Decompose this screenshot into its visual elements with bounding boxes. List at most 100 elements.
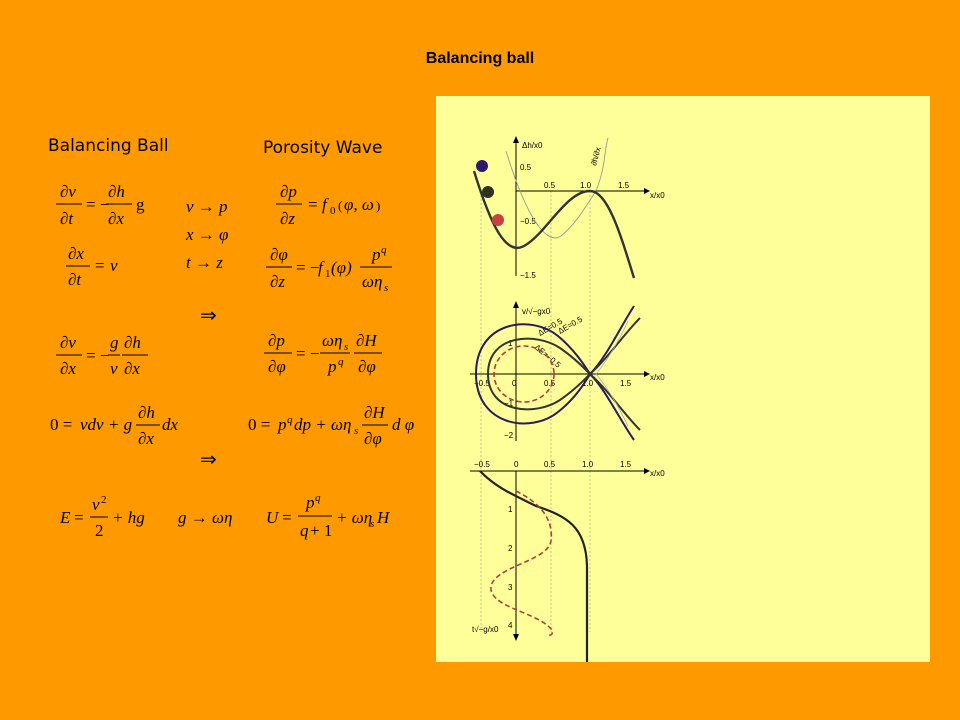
bot-x-tick: 1.0 (582, 460, 594, 469)
top-y-tick: 0.5 (520, 163, 532, 172)
svg-text:(: ( (338, 198, 342, 213)
svg-text:s: s (370, 518, 374, 530)
eq-porosity-derived: ∂p ∂φ = − ωη s p q ∂H ∂φ (264, 331, 382, 376)
svg-text:∂p: ∂p (280, 182, 297, 201)
svg-text:∂p: ∂p (268, 331, 285, 350)
top-x-tick: 1.0 (580, 181, 592, 190)
svg-text:q: q (287, 414, 293, 426)
mid-x-tick: 0.5 (544, 379, 556, 388)
svg-text:=: = (95, 256, 105, 275)
bot-x-tick: −0.5 (474, 460, 490, 469)
svg-text:q: q (300, 521, 309, 540)
svg-text:g: g (110, 333, 119, 352)
top-y-tick: −1.5 (520, 271, 536, 280)
top-plot: Δh/x0 x/x0 0.5 1.0 1.5 0.5 −0.5 −1.5 ∂h/… (472, 136, 665, 280)
eq-porosity-2: ∂φ ∂z = − f 1 (φ) p q ωη s (266, 244, 392, 294)
svg-text:p: p (371, 245, 381, 264)
eq-ball-derived: ∂v ∂x = − g v ∂h ∂x (56, 333, 148, 378)
svg-text:∂φ: ∂φ (358, 357, 376, 376)
svg-text:∂x: ∂x (108, 209, 124, 228)
svg-text:ωη: ωη (322, 331, 342, 350)
svg-text:2: 2 (95, 521, 104, 540)
guide-lines (480, 191, 591, 632)
svg-text:∂h: ∂h (108, 182, 125, 201)
svg-text:dx: dx (162, 415, 179, 434)
svg-text:=: = (282, 508, 292, 527)
bottom-plot: x/x0 −0.5 0 0.5 1.0 1.5 1 2 3 4 t√−g/x0 (470, 460, 665, 662)
mid-x-tick: 1.5 (620, 379, 632, 388)
svg-text:v: v (92, 495, 100, 514)
eq-porosity-energy: U = p q q + 1 + ωη s H (266, 492, 391, 540)
eq-porosity-energy-diff: 0 = p q dp + ωη s ∂H ∂φ d φ (248, 403, 414, 448)
trajectory-solid (479, 470, 589, 662)
mid-y-tick: 1 (508, 339, 513, 348)
map-x-phi: x → φ (185, 225, 228, 244)
map-v-p: v → p (186, 197, 228, 216)
svg-text:∂φ: ∂φ (268, 357, 286, 376)
page-title: Balancing ball (425, 50, 535, 67)
mid-y-tick: −1 (504, 399, 514, 408)
figure-svg: Δh/x0 x/x0 0.5 1.0 1.5 0.5 −0.5 −1.5 ∂h/… (470, 136, 665, 662)
svg-text:q: q (381, 244, 387, 256)
top-x-tick: 0.5 (544, 181, 556, 190)
svg-text:∂z: ∂z (280, 209, 295, 228)
svg-text:∂x: ∂x (60, 359, 76, 378)
ball-marker-2 (482, 186, 494, 198)
svg-text:q: q (315, 492, 321, 504)
trajectory-dashed (490, 490, 554, 637)
svg-text:= −: = − (86, 346, 109, 365)
svg-text:∂h: ∂h (124, 333, 141, 352)
svg-text:(φ): (φ) (331, 258, 352, 277)
svg-text:p: p (327, 357, 337, 376)
svg-text:∂h: ∂h (138, 403, 155, 422)
svg-text:∂φ: ∂φ (364, 429, 382, 448)
bot-y-tick: 2 (508, 544, 513, 553)
bot-x-tick: 0.5 (544, 460, 556, 469)
svg-text:∂t: ∂t (68, 270, 82, 289)
top-y-tick: −0.5 (520, 217, 536, 226)
svg-text:=: = (308, 195, 318, 214)
figure-panel: Δh/x0 x/x0 0.5 1.0 1.5 0.5 −0.5 −1.5 ∂h/… (436, 96, 930, 662)
svg-text:dp + ωη: dp + ωη (294, 415, 351, 434)
svg-text:v: v (110, 256, 118, 275)
svg-text:∂x: ∂x (68, 244, 84, 263)
svg-text:E: E (59, 508, 71, 527)
map-g-omega-eta: g → ωη (178, 508, 232, 527)
svg-text:f: f (322, 195, 329, 214)
top-x-label: x/x0 (650, 191, 665, 200)
mid-x-label: x/x0 (650, 373, 665, 382)
derivative-curve (505, 137, 609, 239)
svg-text:2: 2 (101, 494, 107, 506)
mid-x-tick: 0 (512, 379, 517, 388)
header-balancing-ball: Balancing Ball (48, 136, 169, 156)
svg-text:∂t: ∂t (60, 209, 74, 228)
svg-text:s: s (384, 282, 388, 294)
implies-arrow-1: ⇒ (200, 305, 217, 327)
bot-y-tick: 1 (508, 505, 513, 514)
svg-text:∂v: ∂v (60, 182, 76, 201)
svg-text:=: = (74, 508, 84, 527)
mid-x-tick: 1.0 (582, 379, 594, 388)
bot-y-tick: 4 (508, 621, 513, 630)
orbit-outer-lower (475, 372, 635, 441)
svg-text:∂H: ∂H (356, 331, 378, 350)
mid-y-label: v/√−gx0 (522, 307, 551, 316)
svg-text:p: p (305, 493, 315, 512)
svg-text:f: f (318, 258, 325, 277)
svg-text:= −: = − (296, 344, 319, 363)
svg-text:= −: = − (86, 195, 109, 214)
bot-y-label: t√−g/x0 (472, 625, 499, 634)
eq-momentum: ∂v ∂t = − ∂h ∂x g (56, 182, 145, 228)
svg-text:φ, ω: φ, ω (344, 195, 374, 214)
svg-text:∂x: ∂x (138, 429, 154, 448)
svg-text:s: s (354, 425, 358, 437)
svg-text:∂H: ∂H (364, 403, 386, 422)
svg-text:+ ωη: + ωη (336, 508, 372, 527)
svg-text:H: H (376, 508, 391, 527)
svg-text:+ 1: + 1 (310, 521, 332, 540)
bot-x-tick: 0 (514, 460, 519, 469)
svg-text:= −: = − (296, 258, 319, 277)
ball-marker-3 (492, 214, 504, 226)
top-curve-label: ∂h/∂x (589, 146, 603, 166)
svg-text:0 =: 0 = (248, 415, 270, 434)
